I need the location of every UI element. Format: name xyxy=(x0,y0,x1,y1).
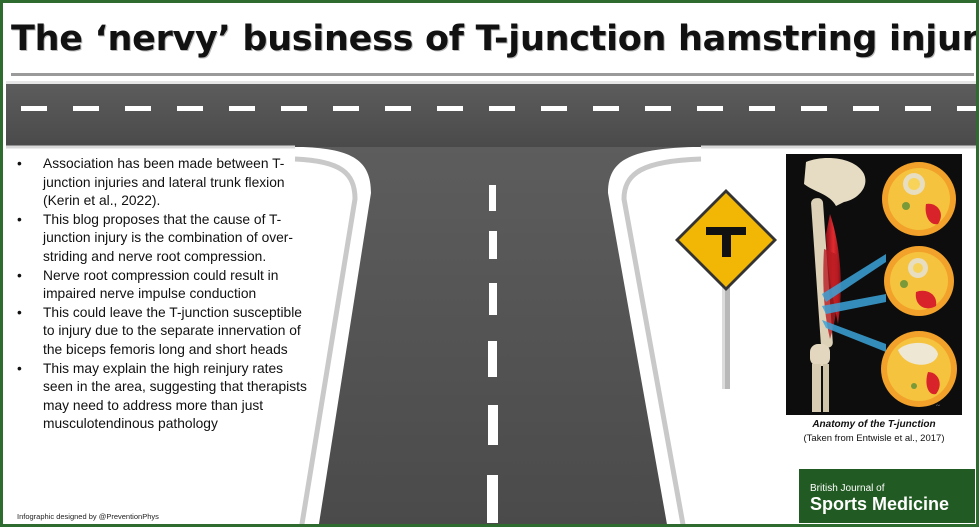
anatomy-figure: ~ xyxy=(786,154,962,415)
journal-logo: British Journal of Sports Medicine xyxy=(799,469,975,523)
horizontal-road xyxy=(6,81,976,147)
infographic-title: The ‘nervy’ business of T-junction hamst… xyxy=(11,19,979,59)
figure-caption-source: (Taken from Entwisle et al., 2017) xyxy=(803,433,945,444)
vertical-road xyxy=(303,147,693,524)
list-item: This blog proposes that the cause of T-j… xyxy=(15,211,315,267)
figure-caption-title: Anatomy of the T-junction xyxy=(812,419,936,430)
road-scene xyxy=(6,81,976,524)
journal-name-line2: Sports Medicine xyxy=(810,494,950,514)
list-item: Association has been made between T-junc… xyxy=(15,155,315,211)
list-item: Nerve root compression could result in i… xyxy=(15,267,315,304)
key-points-list: Association has been made between T-junc… xyxy=(15,155,315,434)
journal-name-line1: British Journal of xyxy=(810,483,885,494)
t-junction-sign xyxy=(675,189,777,389)
vertical-lane-dashes xyxy=(487,185,498,523)
right-curb-line xyxy=(614,151,696,524)
designer-credit: Infographic designed by @PreventionPhys xyxy=(17,512,159,521)
left-curb-line xyxy=(300,151,365,524)
title-divider xyxy=(11,73,974,76)
list-item: This may explain the high reinjury rates… xyxy=(15,360,315,434)
right-curb-shadow xyxy=(621,156,702,524)
svg-text:~: ~ xyxy=(936,402,940,410)
road-edge-top xyxy=(6,81,976,84)
horizontal-lane-dashes xyxy=(21,106,976,111)
hamstring-anatomy-illustration: ~ xyxy=(804,158,957,412)
list-item: This could leave the T-junction suscepti… xyxy=(15,304,315,360)
